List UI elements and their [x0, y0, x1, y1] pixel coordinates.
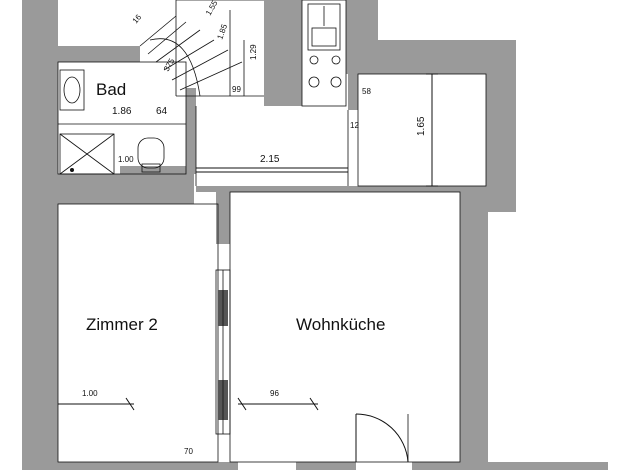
dim-155: 1.55	[204, 0, 220, 17]
walls	[22, 0, 608, 470]
wall-right-lower	[460, 186, 488, 470]
dim-12: 12	[350, 121, 359, 130]
dimension-lines: 2.15 1.65 58 12 1.00 96 70	[58, 73, 438, 456]
room-label-zimmer-2: Zimmer 2	[86, 315, 158, 334]
dim-185: 1.85	[215, 22, 229, 40]
stove-burner-icon	[309, 55, 319, 65]
wall-bottom-mid	[296, 462, 356, 470]
sink-icon	[59, 69, 85, 111]
dim-215: 2.15	[260, 154, 280, 165]
wall-bath-right	[186, 88, 196, 174]
kitchen-sink-icon	[307, 3, 341, 51]
dim-99: 99	[232, 85, 241, 94]
kitchen-fixtures	[301, 0, 347, 107]
dim-16: 16	[131, 12, 144, 25]
dim-58: 58	[362, 87, 371, 96]
wall-bath-bottom-ext	[120, 166, 194, 176]
wall-bath-bottom	[22, 174, 194, 204]
kitchen-counter	[301, 0, 347, 107]
staircase: 99 1.29 1.55 1.85 16 375	[131, 0, 264, 97]
dim-375: 375	[162, 56, 177, 73]
dim-64: 64	[156, 106, 168, 117]
toilet-icon	[137, 137, 165, 169]
room-label-bad: Bad	[96, 80, 126, 99]
wall-left-outer	[22, 0, 58, 470]
wall-partition-stub	[216, 186, 230, 244]
bathroom-fixtures: Bad 1.86 64 1.00	[59, 69, 168, 175]
wall-corridor-bottom	[196, 186, 460, 192]
wall-right-upper	[486, 40, 516, 210]
dim-96: 96	[270, 389, 279, 398]
room-label-wohnkueche: Wohnküche	[296, 315, 385, 334]
dim-100-room: 1.00	[82, 389, 98, 398]
dim-165: 1.65	[416, 116, 427, 136]
wall-top-center-left	[264, 0, 302, 106]
dim-70: 70	[184, 447, 193, 456]
wall-bottom-right	[412, 462, 608, 470]
dim-129: 1.29	[249, 44, 258, 60]
wall-top-left	[22, 46, 140, 62]
dim-100-bath: 1.00	[118, 155, 134, 164]
door-swing-arc	[355, 413, 409, 463]
wall-bottom-left	[58, 462, 238, 470]
dim-186: 1.86	[112, 106, 132, 117]
partition-element	[215, 269, 231, 435]
door	[355, 413, 409, 463]
wall-kitchen-left-stub	[348, 74, 358, 110]
shower-icon	[59, 133, 115, 175]
